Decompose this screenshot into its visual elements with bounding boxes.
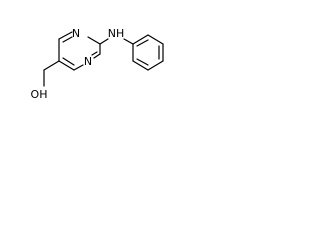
bond-c5-ch2: [43, 60, 60, 71]
bond-phenyl-2-inner: [136, 58, 149, 66]
bond-phenyl-6: [132, 34, 149, 45]
bond-c4-n-lower: [73, 64, 84, 71]
atom-label-nh: NH: [108, 27, 125, 40]
bond-n-upper-c6-inner: [62, 36, 73, 43]
bond-n-lower-c2: [93, 53, 101, 59]
bond-n-upper-c6: [58, 31, 73, 40]
bond-c5-c4: [58, 60, 75, 71]
bond-phenyl-2: [132, 60, 149, 71]
bond-phenyl-6-inner: [136, 39, 149, 47]
atom-label-n-upper: N: [72, 27, 80, 40]
atom-label-n-lower: N: [84, 55, 92, 68]
structure-canvas: N N NH OH: [0, 0, 199, 123]
bond-nh-phenyl: [123, 38, 134, 45]
bond-phenyl-5: [147, 34, 164, 45]
bond-phenyl-3: [147, 60, 164, 71]
atom-label-oh: OH: [31, 88, 48, 101]
bond-c2-n-lower-inner: [91, 51, 98, 56]
bond-c2-n-upper: [87, 36, 101, 45]
chemical-structure-diagram: N N NH OH: [31, 27, 164, 101]
bond-c2-nh: [99, 38, 109, 45]
bond-c5-c4-inner: [62, 57, 75, 66]
